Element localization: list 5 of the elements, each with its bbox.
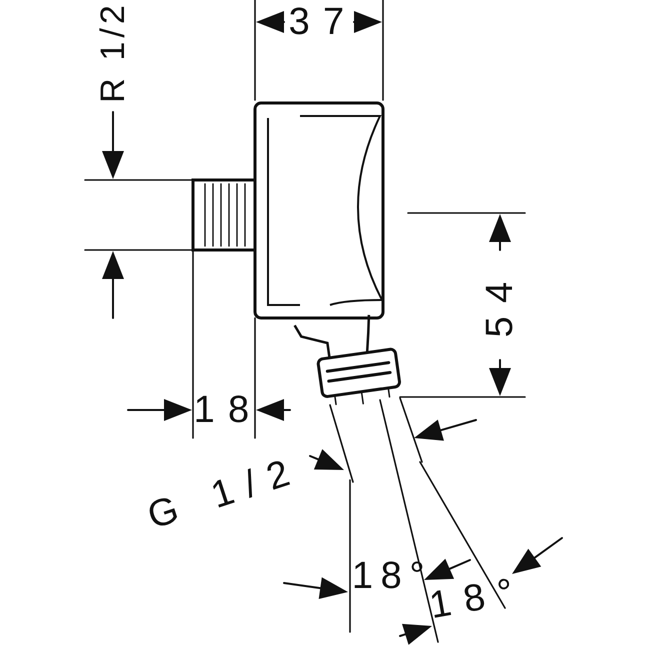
dimension-label: 18 xyxy=(194,391,262,429)
dimension-label: 54 xyxy=(481,268,519,338)
dimension-label: R 1/2 xyxy=(96,1,130,103)
dimension-label: 37 xyxy=(288,3,358,41)
dimension-label: G 1/2 xyxy=(143,450,307,536)
